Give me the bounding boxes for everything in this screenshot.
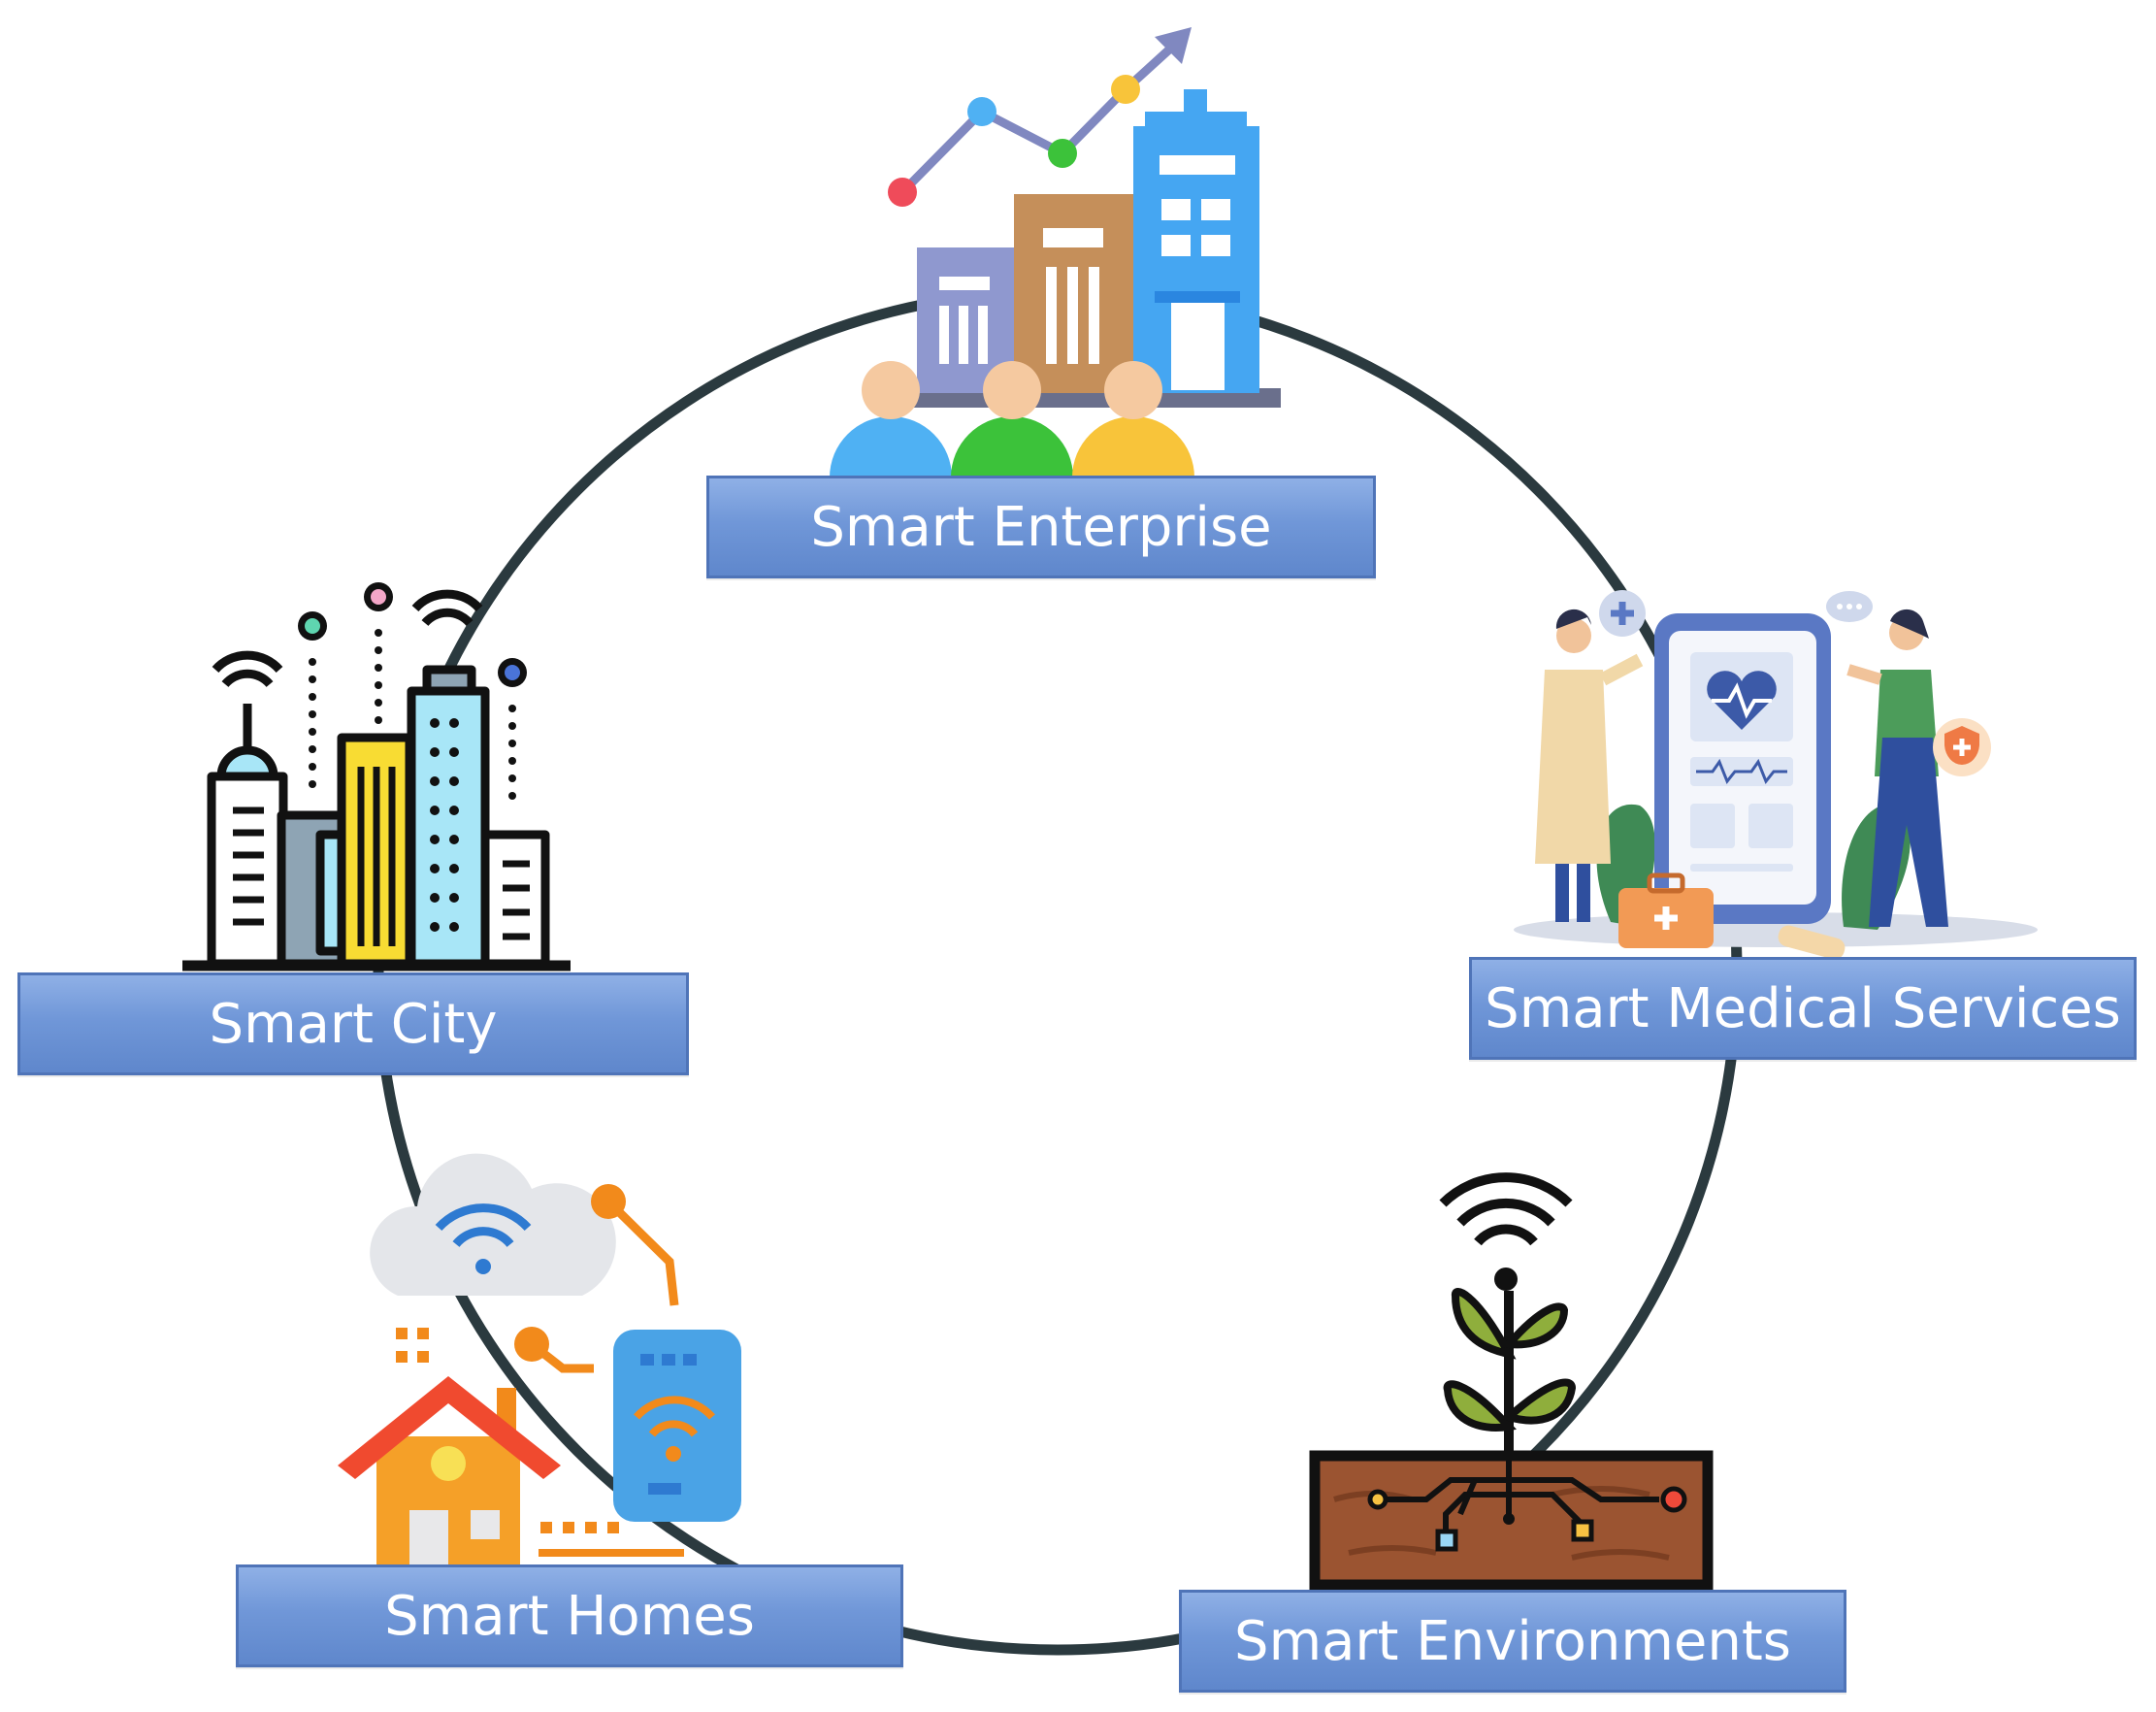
smart-city-label: Smart City: [17, 972, 689, 1075]
smart-enterprise-label: Smart Enterprise: [706, 476, 1376, 578]
smart-enterprise-text: Smart Enterprise: [810, 495, 1272, 559]
smart-homes-text: Smart Homes: [384, 1584, 755, 1648]
smart-home-wifi-icon: [338, 1153, 741, 1572]
telemedicine-phone-icon: [1514, 590, 2038, 960]
smart-medical-services-text: Smart Medical Services: [1485, 976, 2121, 1040]
smart-environments-text: Smart Environments: [1234, 1609, 1791, 1673]
smart-homes-label: Smart Homes: [236, 1564, 903, 1667]
smart-city-skyline-icon: [182, 582, 571, 971]
smart-city-text: Smart City: [209, 992, 498, 1056]
smart-environments-label: Smart Environments: [1179, 1590, 1846, 1693]
smart-plant-soil-icon: [1309, 1172, 1714, 1591]
enterprise-buildings-growth-icon: [830, 27, 1281, 477]
smart-medical-services-label: Smart Medical Services: [1469, 957, 2137, 1060]
